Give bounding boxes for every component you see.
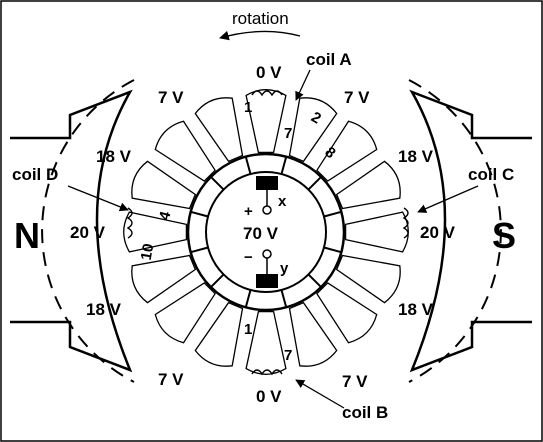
coil-loop (288, 301, 338, 367)
terminal-x (262, 205, 272, 215)
coil-loop (194, 301, 244, 367)
brush-plus-sign: + (244, 203, 253, 220)
coil-winding (402, 207, 409, 239)
segment-divider (280, 156, 288, 175)
voltage-bottom-left: 7 V (158, 370, 184, 389)
north-pole-piece (10, 89, 133, 373)
coil-winding (251, 90, 283, 97)
coil-b-label: coil B (342, 403, 388, 422)
field-arc-left (41, 79, 135, 383)
output-voltage: 70 V (243, 224, 279, 243)
segment-number-left-10: 10 (138, 242, 158, 261)
coil-loop (316, 282, 378, 344)
coil-winding (126, 207, 133, 239)
segment-divider (323, 210, 342, 218)
coil-winding (251, 369, 283, 376)
coil-c-leader (417, 185, 479, 213)
segment-divider (244, 289, 252, 308)
coil-loop (344, 211, 409, 253)
coil-loop (335, 160, 401, 210)
segment-number-top-1: 1 (244, 99, 252, 116)
south-pole-piece (409, 89, 532, 373)
coil-loop (123, 211, 188, 253)
voltage-bottom-right: 7 V (342, 372, 368, 391)
segment-divider (210, 273, 225, 288)
coil-d-label: coil D (12, 165, 58, 184)
voltage-bottom-center: 0 V (256, 387, 282, 406)
coil-loop (154, 282, 216, 344)
terminal-y (262, 249, 272, 259)
segment-divider (210, 176, 225, 191)
terminal-y-label: y (280, 260, 289, 277)
segment-divider (307, 176, 322, 191)
brush-top (256, 176, 278, 190)
brush-bottom (256, 274, 278, 288)
field-arc-right (408, 79, 502, 383)
coil-loop (194, 97, 244, 163)
segment-divider (190, 210, 209, 218)
segment-divider (280, 289, 288, 308)
voltage-top-center: 0 V (256, 63, 282, 82)
coil-loop (131, 254, 197, 304)
segment-divider (244, 156, 252, 175)
voltage-lower-left: 18 V (86, 300, 122, 319)
rotor-coil-loops (123, 89, 409, 376)
voltage-lower-right: 18 V (398, 300, 434, 319)
coil-loop (316, 120, 378, 182)
voltage-upper-right: 18 V (398, 147, 434, 166)
coil-a-leader (295, 69, 311, 101)
commutator-inner-ring (205, 171, 327, 293)
voltage-left-mid: 20 V (70, 223, 106, 242)
south-pole-label: S (492, 215, 516, 256)
coil-b-leader (295, 379, 345, 409)
coil-d-leader (67, 185, 129, 212)
coil-a-label: coil A (306, 50, 352, 69)
coil-loop (154, 120, 216, 182)
terminal-x-label: x (278, 193, 287, 210)
segment-number-top-7: 7 (284, 125, 292, 142)
coil-loop (335, 254, 401, 304)
north-pole-label: N (14, 215, 40, 256)
segment-number-bottom-7: 7 (284, 347, 292, 364)
segment-divider (190, 246, 209, 254)
voltage-right-mid: 20 V (420, 223, 456, 242)
rotation-arrow (219, 30, 301, 41)
coil-loop (245, 89, 287, 154)
commutator-segment-dividers (190, 156, 342, 308)
coil-loop (245, 310, 287, 375)
segment-divider (323, 246, 342, 254)
brush-minus-sign: − (244, 249, 253, 266)
rotation-label: rotation (232, 9, 289, 28)
coil-loop (131, 160, 197, 210)
voltage-upper-left: 18 V (96, 147, 132, 166)
voltage-top-right: 7 V (344, 88, 370, 107)
voltage-top-left: 7 V (158, 88, 184, 107)
segment-divider (307, 273, 322, 288)
coil-c-label: coil C (468, 165, 514, 184)
segment-number-bottom-1: 1 (244, 321, 252, 338)
